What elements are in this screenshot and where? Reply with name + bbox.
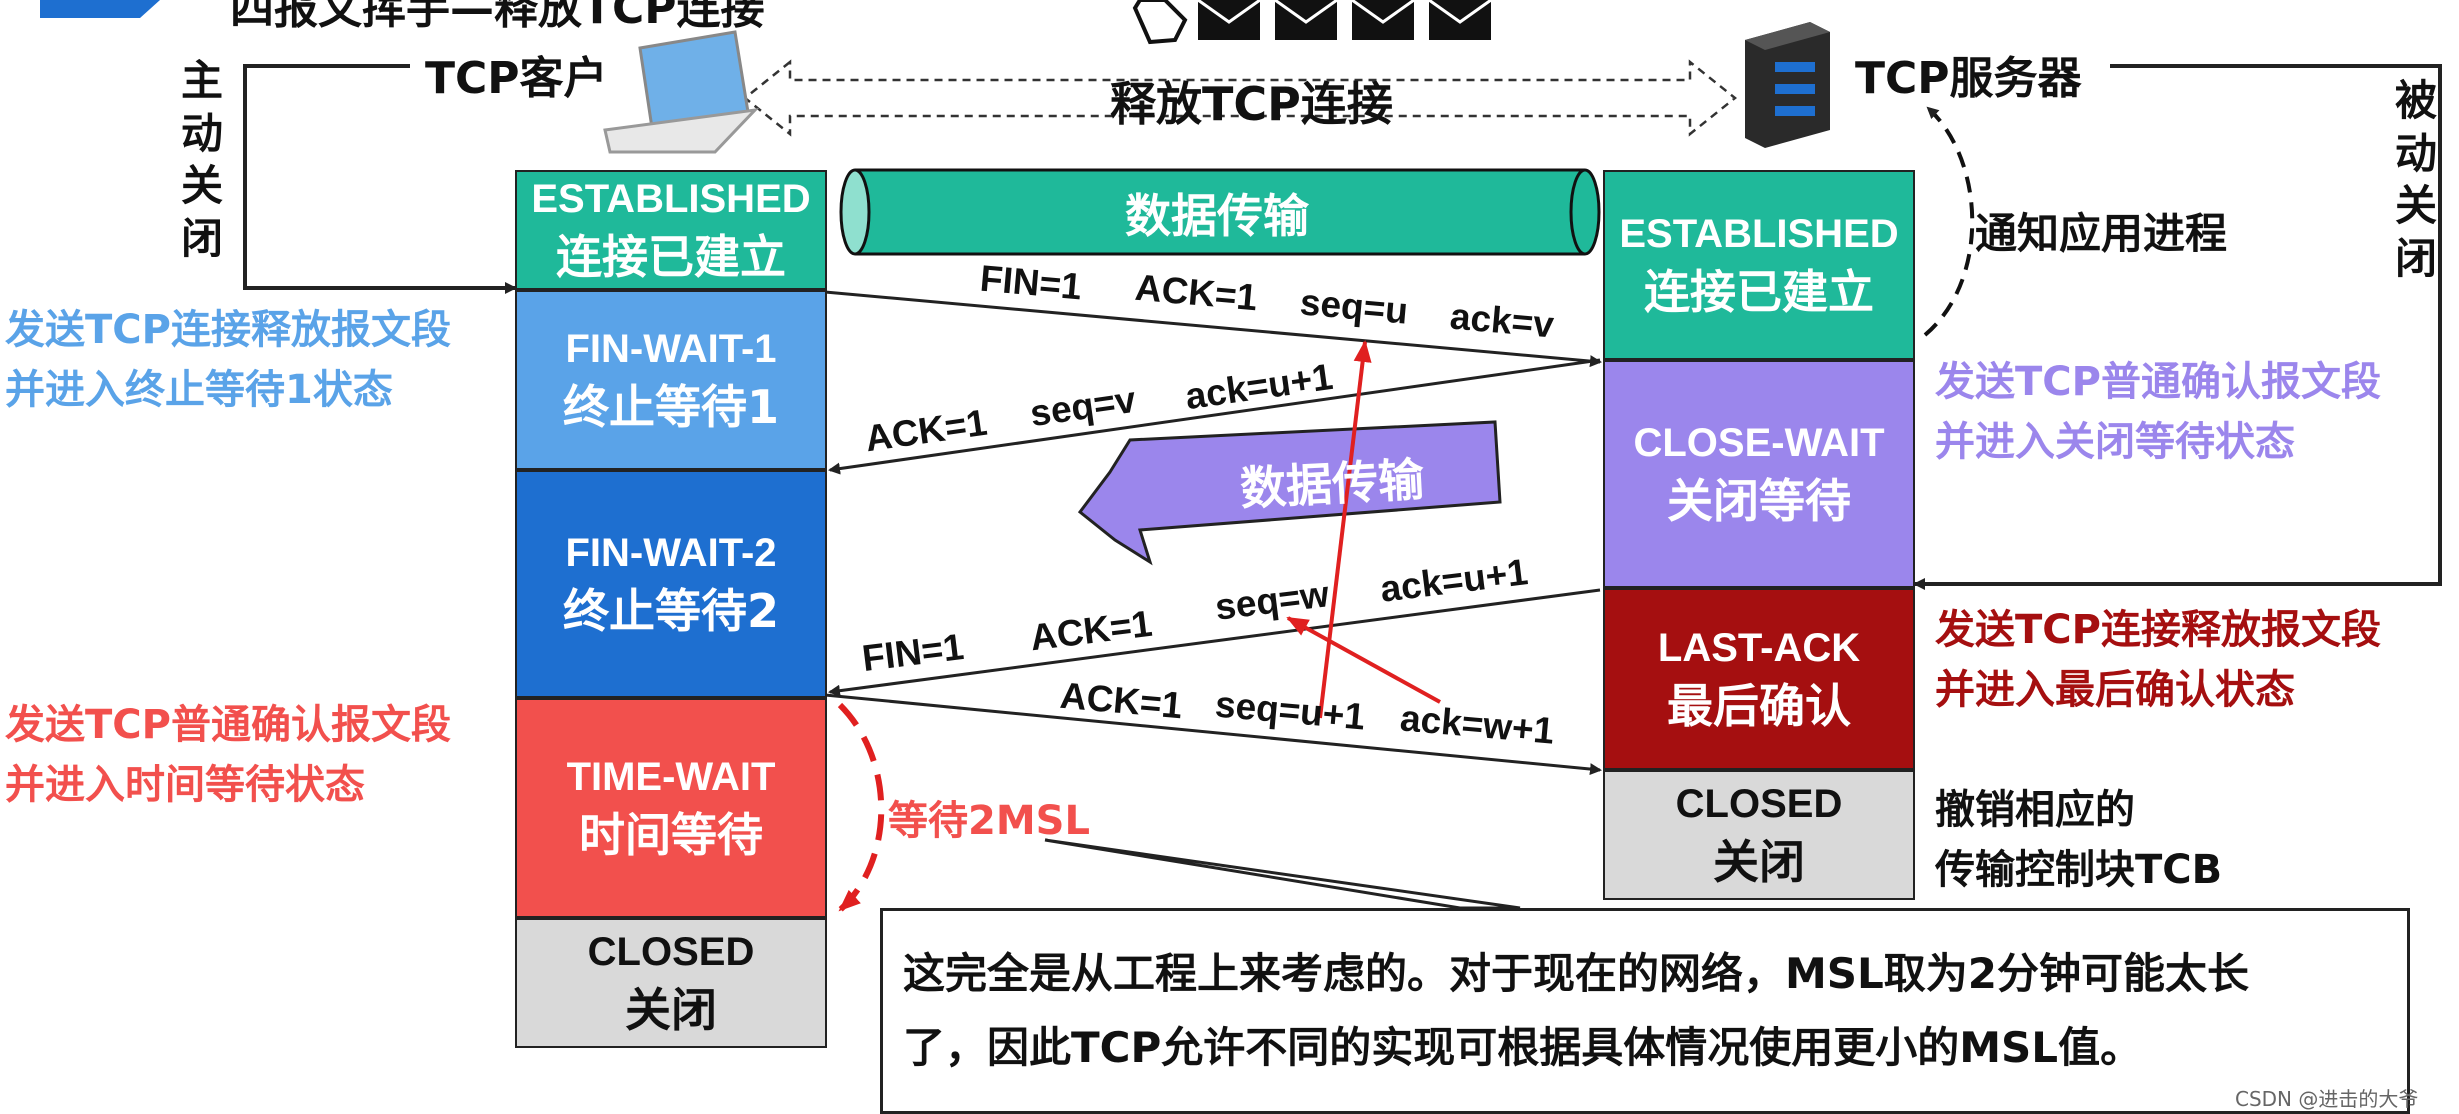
state-en: CLOSED	[1675, 781, 1843, 826]
server-icon	[1745, 22, 1830, 148]
title-badge	[40, 0, 160, 18]
state-zh: 关闭等待	[1667, 473, 1851, 528]
server-state-closed: CLOSED 关闭	[1603, 770, 1915, 900]
note-line: 并进入关闭等待状态	[1935, 419, 2295, 465]
note-line: 发送TCP普通确认报文段	[5, 702, 451, 748]
state-zh: 终止等待1	[562, 379, 779, 434]
server-fin-note: 发送TCP连接释放报文段 并进入最后确认状态	[1935, 600, 2381, 720]
note-line: 发送TCP普通确认报文段	[1935, 359, 2381, 405]
data-transfer-cylinder	[839, 168, 1601, 256]
state-zh: 终止等待2	[562, 583, 779, 638]
laptop-icon	[603, 30, 760, 154]
client-state-fin-wait-1: FIN-WAIT-1 终止等待1	[515, 290, 827, 470]
callout-pointer	[1044, 838, 1521, 910]
page-title: 四报文挥手—释放TCP连接	[230, 0, 765, 34]
state-zh: 最后确认	[1667, 678, 1851, 733]
passive-close-line	[1913, 64, 2442, 590]
state-en: CLOSED	[587, 929, 755, 974]
watermark: CSDN @进击的大爷	[2235, 1087, 2419, 1111]
server-state-last-ack: LAST-ACK 最后确认	[1603, 588, 1915, 770]
state-en: FIN-WAIT-2	[565, 530, 777, 575]
client-ack-note: 发送TCP普通确认报文段 并进入时间等待状态	[5, 695, 451, 815]
release-label: 释放TCP连接	[1110, 77, 1393, 131]
note-line: 发送TCP连接释放报文段	[1935, 607, 2381, 653]
msg1-acknum: ack=v	[1448, 295, 1556, 346]
notify-app-label: 通知应用进程	[1975, 209, 2228, 258]
msg1-arrow	[824, 290, 1602, 368]
data-transfer-label-2: 数据传输	[1238, 452, 1426, 516]
server-label: TCP服务器	[1855, 53, 2082, 104]
state-en: CLOSE-WAIT	[1633, 420, 1885, 465]
callout-line-1: 这完全是从工程上来考虑的。对于现在的网络，MSL取为2分钟可能太长	[903, 949, 2250, 998]
note-line: 发送TCP连接释放报文段	[5, 307, 451, 353]
client-state-established: ESTABLISHED 连接已建立	[515, 170, 827, 290]
wait-2msl-curve	[837, 702, 885, 913]
msg3-arrow	[828, 588, 1601, 697]
msg2-arrow	[828, 358, 1601, 475]
data-transfer-label-1: 数据传输	[1125, 189, 1309, 243]
state-zh: 关闭	[625, 982, 717, 1037]
server-state-established: ESTABLISHED 连接已建立	[1603, 170, 1915, 360]
callout-line-2: 了，因此TCP允许不同的实现可根据具体情况使用更小的MSL值。	[903, 1022, 2143, 1072]
state-zh: 关闭	[1713, 834, 1805, 889]
client-label: TCP客户	[425, 53, 608, 104]
data-transfer-arrow	[1077, 420, 1502, 566]
msl-callout: 这完全是从工程上来考虑的。对于现在的网络，MSL取为2分钟可能太长 了，因此TC…	[880, 908, 2410, 1114]
note-line: 并进入最后确认状态	[1935, 667, 2295, 713]
msg1-fin: FIN=1	[978, 257, 1084, 308]
release-arrow	[742, 59, 1738, 137]
note-line: 并进入终止等待1状态	[5, 367, 393, 413]
active-close-label: 主动关闭	[180, 56, 223, 263]
passive-close-label: 被动关闭	[2394, 76, 2437, 283]
server-closed-note: 撤销相应的 传输控制块TCB	[1935, 780, 2222, 900]
server-ack-note: 发送TCP普通确认报文段 并进入关闭等待状态	[1935, 352, 2381, 472]
client-state-closed: CLOSED 关闭	[515, 918, 827, 1048]
red-pointer-1	[1318, 340, 1372, 719]
msg4-arrow	[824, 693, 1602, 776]
state-en: FIN-WAIT-1	[565, 326, 777, 371]
hand-icon	[1132, 0, 1188, 45]
state-en: LAST-ACK	[1657, 625, 1861, 670]
wait-2msl-label: 等待2MSL	[888, 798, 1090, 844]
state-en: TIME-WAIT	[566, 754, 776, 799]
state-zh: 连接已建立	[556, 229, 786, 284]
active-close-line	[243, 64, 517, 294]
client-state-time-wait: TIME-WAIT 时间等待	[515, 698, 827, 918]
notify-curve	[1923, 106, 1975, 337]
red-pointer-2	[1286, 616, 1441, 704]
note-line: 撤销相应的	[1935, 787, 2135, 833]
envelope-icons	[1197, 0, 1492, 40]
state-zh: 时间等待	[579, 807, 763, 862]
server-state-close-wait: CLOSE-WAIT 关闭等待	[1603, 360, 1915, 588]
client-state-fin-wait-2: FIN-WAIT-2 终止等待2	[515, 470, 827, 698]
note-line: 传输控制块TCB	[1935, 847, 2223, 893]
client-fin-note: 发送TCP连接释放报文段 并进入终止等待1状态	[5, 300, 451, 420]
note-line: 并进入时间等待状态	[5, 762, 365, 808]
state-en: ESTABLISHED	[531, 176, 811, 221]
state-zh: 连接已建立	[1644, 264, 1874, 319]
state-en: ESTABLISHED	[1619, 211, 1899, 256]
